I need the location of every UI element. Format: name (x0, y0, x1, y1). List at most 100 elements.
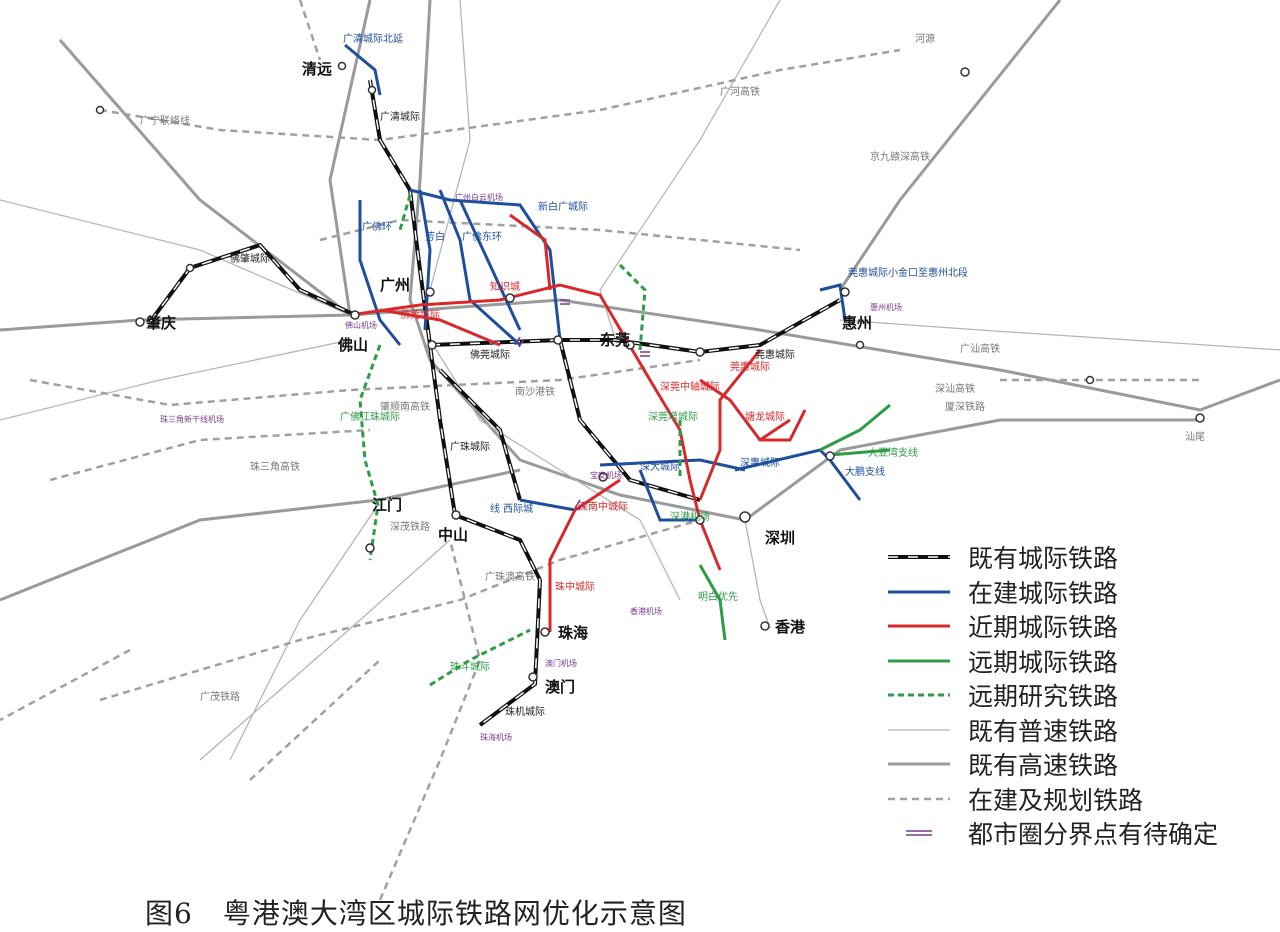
line-label: 佛肇城际 (230, 252, 270, 265)
legend-item: 既有城际铁路 (888, 540, 1218, 575)
line-label: 佛莞城际 (400, 308, 440, 321)
line-label: 明白优先 (698, 590, 738, 603)
city-label: 佛山 (337, 336, 368, 354)
line-label: 深大城际 (640, 460, 680, 473)
city-label: 澳门 (545, 678, 575, 696)
line-label: 大鹏支线 (845, 465, 885, 478)
line-label: 大亚湾支线 (868, 446, 918, 459)
existing-highspeed-lines (0, 0, 1280, 602)
long-term-study-lines (358, 194, 682, 687)
airport-label: 广州白云机场 (455, 192, 503, 202)
long-term-intercity-lines (698, 403, 891, 641)
line-label: 佛莞城际 (470, 348, 510, 361)
line-label: 珠中城际 (555, 580, 595, 593)
legend-item: 在建及规划铁路 (888, 782, 1218, 817)
city-label: 河源 (915, 32, 935, 45)
legend-item: 近期城际铁路 (888, 609, 1218, 644)
airport-label: 珠海机场 (480, 732, 512, 742)
airport-label: 佛山机场 (345, 320, 377, 330)
highspeed-swatch (888, 762, 950, 766)
long-term-swatch (888, 659, 950, 663)
near-term-intercity-lines (349, 213, 807, 632)
line-label: 深汕高铁 (935, 382, 975, 395)
legend-label: 在建及规划铁路 (968, 785, 1144, 815)
line-label: 深莞中轴城际 (660, 380, 720, 393)
figure-caption: 图6 粤港澳大湾区城际铁路网优化示意图 (145, 892, 687, 932)
city-label: 深圳 (765, 529, 795, 547)
line-label: 新白广城际 (538, 200, 588, 213)
line-label: 深南中城际 (578, 500, 628, 513)
planned-swatch (888, 797, 950, 800)
legend-item: 既有普速铁路 (888, 713, 1218, 748)
line-label: 深莞增城际 (648, 410, 698, 423)
figure-title: 粤港澳大湾区城际铁路网优化示意图 (222, 897, 687, 930)
station-markers (95, 61, 1205, 682)
line-label: 塘龙城际 (745, 410, 785, 423)
airport-label: 澳门机场 (545, 658, 577, 668)
legend-label: 既有高速铁路 (968, 751, 1119, 781)
legend-item: 在建城际铁路 (888, 575, 1218, 610)
boundary-swatch (906, 830, 932, 836)
line-label: 广佛环 (362, 220, 392, 233)
line-label: 广茂铁路 (200, 690, 240, 703)
boundary-markers (514, 299, 650, 511)
planned-railway-lines (0, 0, 1200, 901)
city-label: 珠海 (558, 624, 588, 642)
legend-label: 近期城际铁路 (968, 613, 1119, 643)
line-label: 广珠城际 (450, 440, 490, 453)
long-term-study-swatch (888, 693, 950, 697)
city-label: 广州 (380, 276, 410, 294)
line-label: 广宁联络线 (140, 114, 190, 127)
existing-intercity-lines (148, 79, 841, 727)
line-label: 广河高铁 (720, 85, 760, 98)
line-label: 知识城 (490, 280, 520, 293)
line-label: 广佛东环 (462, 230, 502, 243)
city-label: 香港 (775, 618, 806, 636)
existing-intercity-swatch (888, 555, 950, 560)
legend-label: 远期城际铁路 (968, 647, 1119, 677)
legend-label: 既有普速铁路 (968, 716, 1119, 746)
city-label: 肇庆 (145, 314, 176, 332)
airport-label: 惠州机场 (870, 302, 902, 312)
city-label: 东莞 (600, 331, 630, 349)
line-label: 珠斗城际 (450, 660, 490, 673)
city-label: 汕尾 (1185, 431, 1205, 443)
line-label: 深茂铁路 (390, 520, 430, 533)
line-label: 莞惠城际 (755, 348, 795, 361)
airport-label: 香港机场 (630, 606, 662, 616)
line-label: 南沙港铁 (515, 385, 555, 398)
line-label: 线 西际城 (490, 502, 533, 515)
city-label: 惠州 (842, 314, 872, 332)
legend-label: 既有城际铁路 (968, 544, 1119, 574)
legend-label: 在建城际铁路 (968, 578, 1119, 608)
line-label: 珠三角高铁 (250, 460, 300, 473)
city-label: 江门 (372, 496, 402, 514)
line-label: 莞惠城际小金口至惠州北段 (848, 266, 968, 279)
line-label: 肇顺南高铁 (380, 400, 430, 413)
conventional-swatch (888, 729, 950, 731)
legend-item: 远期城际铁路 (888, 644, 1218, 679)
under-construction-intercity-lines (344, 43, 862, 522)
line-label: 广珠澳高铁 (485, 570, 535, 583)
line-label: 深惠城际 (740, 456, 780, 469)
city-label: 中山 (438, 526, 468, 544)
line-label: 广佛江珠城际 (340, 410, 400, 423)
near-term-swatch (888, 624, 950, 628)
airport-label: 珠三角新干线机场 (160, 414, 224, 424)
line-label: 广清城际 (380, 110, 420, 123)
line-label: 芳白 (425, 230, 445, 243)
map-legend: 既有城际铁路 在建城际铁路 近期城际铁路 远期城际铁路 远期研究铁路 既有普速铁… (888, 540, 1218, 851)
line-label: 莞惠城际 (730, 360, 770, 373)
legend-item: 既有高速铁路 (888, 747, 1218, 782)
line-label: 深港机场 (670, 510, 710, 523)
line-label: 广汕高铁 (960, 342, 1000, 355)
airport-label: 宝安机场 (590, 470, 622, 480)
legend-label: 远期研究铁路 (968, 682, 1119, 712)
city-label: 清远 (302, 60, 332, 78)
figure-number: 图6 (145, 897, 193, 930)
line-label: 珠机城际 (505, 705, 545, 718)
legend-item: 都市圈分界点有待确定 (888, 816, 1218, 851)
under-construction-swatch (888, 590, 950, 594)
line-label: 广清城际北延 (343, 32, 403, 45)
